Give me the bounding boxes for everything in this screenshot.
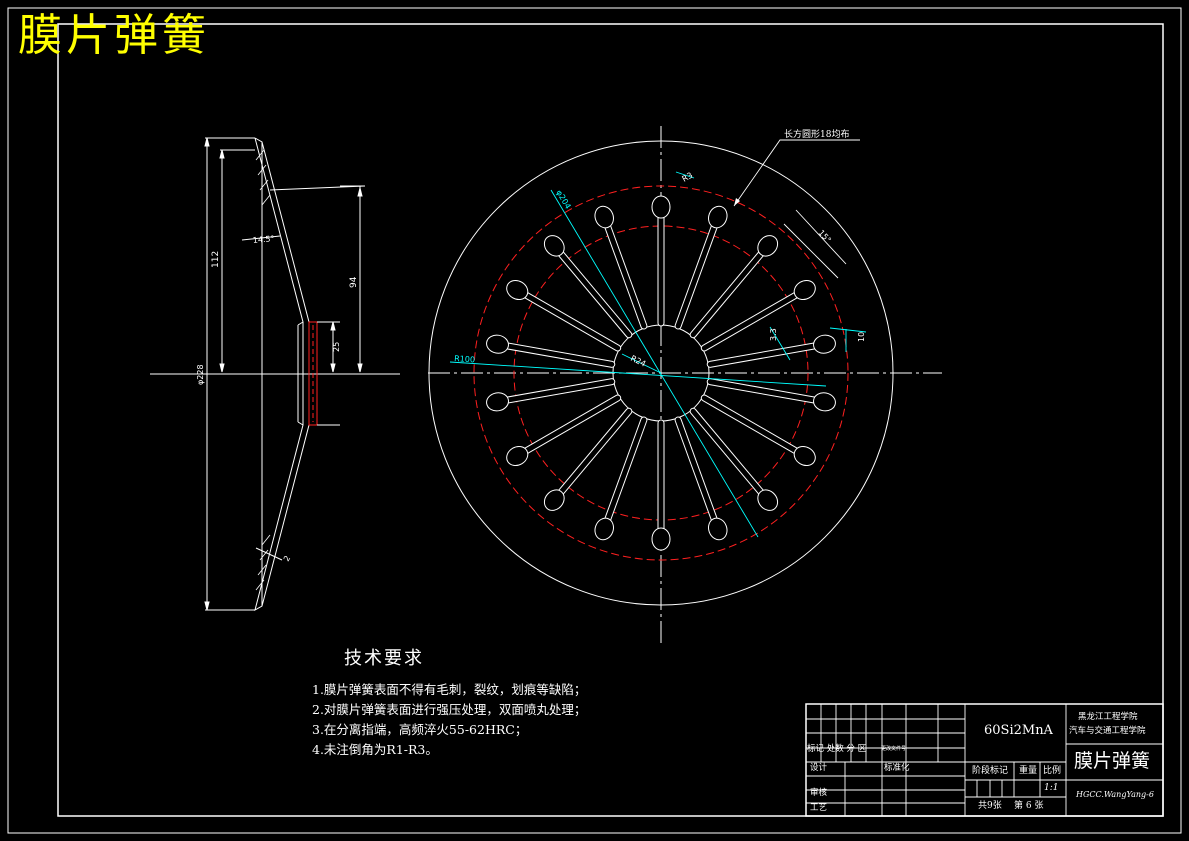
front-view [428, 126, 942, 645]
finger-slot-inner [701, 395, 801, 455]
slot-end-hole [813, 334, 836, 354]
slot-end-hole [757, 235, 779, 257]
dim-front-r100: R100 [454, 354, 475, 364]
tb-drawing-no: HGCC.WangYang-6 [1076, 790, 1154, 799]
dim-front-angle: 15° [817, 228, 833, 245]
finger-slot-inner [707, 343, 820, 367]
tb-design: 设计 [810, 763, 828, 773]
tb-revision-header: 标记 处数 分 区 [807, 744, 867, 754]
dim-front-width: 10 [857, 332, 866, 342]
slot-end-hole [506, 445, 529, 467]
dim-side-angle: 14.5° [252, 234, 275, 245]
tb-sheets-total: 共9张 [978, 801, 1002, 811]
slot-end-hole [813, 392, 836, 412]
dim-front-r24: R24 [629, 354, 647, 369]
tb-scale: 比例 [1043, 766, 1062, 776]
tb-sheet-no: 第 6 张 [1014, 801, 1044, 811]
finger-slot-inner [707, 379, 820, 403]
title-block-grid [805, 703, 1164, 817]
finger-slot-inner [521, 395, 621, 455]
slot-end-hole [506, 279, 529, 301]
finger-slot-inner [502, 379, 615, 403]
tech-req-item: 1.膜片弹簧表面不得有毛刺，裂纹，划痕等缺陷； [312, 682, 587, 697]
tb-material: 60Si2MnA [984, 723, 1053, 738]
side-view [150, 137, 400, 612]
tech-req-item: 2.对膜片弹簧表面进行强压处理，双面喷丸处理； [312, 702, 587, 717]
dim-side-hub: 25 [332, 342, 341, 352]
tb-weight: 重量 [1019, 766, 1038, 776]
slot-end-hole [651, 527, 671, 551]
finger-slot-inner [521, 291, 621, 351]
slot-end-hole [486, 392, 509, 412]
slot-end-hole [793, 279, 816, 301]
tb-school-line1: 黑龙江工程学院 [1078, 712, 1138, 722]
outer-circle [428, 140, 894, 606]
dim-side-thickness: 2 [282, 554, 292, 563]
slot-end-hole [708, 517, 728, 541]
slot-end-hole [594, 205, 614, 229]
finger-slot-inner [556, 249, 632, 338]
slot-end-hole [543, 489, 565, 511]
slot-end-hole [708, 205, 728, 229]
finger-slots [486, 195, 836, 551]
dim-side-height: 112 [211, 251, 221, 268]
finger-slot-inner [675, 417, 718, 524]
dim-front-r3: R3 [681, 171, 695, 184]
dim-front-slot: 3.3 [769, 328, 778, 341]
finger-slot-inner [556, 408, 632, 497]
tb-process: 工艺 [810, 803, 828, 813]
slot-end-hole [793, 445, 816, 467]
dim-side-inner-height: 94 [349, 276, 359, 288]
tb-scale-value: 1:1 [1044, 783, 1059, 793]
tb-stage-mark: 阶段标记 [972, 766, 1009, 776]
tech-req-item: 4.未注倒角为R1-R3。 [312, 742, 438, 757]
slot-note: 长方圆形18均布 [784, 128, 849, 140]
tech-req-item: 3.在分离指端，高频淬火55-62HRC； [312, 722, 528, 737]
hatch-bottom [255, 534, 271, 591]
hatch-top [255, 149, 271, 206]
tb-review: 审核 [810, 788, 828, 798]
finger-slot-inner [604, 417, 647, 524]
slot-end-hole [543, 235, 565, 257]
finger-slot-inner [701, 291, 801, 351]
drawing-title: 膜片弹簧 [18, 10, 210, 61]
finger-slot-inner [604, 222, 647, 329]
slot-end-hole [757, 489, 779, 511]
slot-end-hole [486, 334, 509, 354]
technical-requirements: 技术要求 1.膜片弹簧表面不得有毛刺，裂纹，划痕等缺陷； 2.对膜片弹簧表面进行… [312, 644, 586, 760]
finger-slot-inner [502, 343, 615, 367]
hidden-circle-outer [473, 185, 849, 561]
tb-school-line2: 汽车与交通工程学院 [1069, 726, 1146, 736]
outer-border [7, 7, 1182, 834]
tb-part-name: 膜片弹簧 [1074, 750, 1151, 772]
slot-end-hole [651, 195, 671, 219]
tb-standardize: 标准化 [884, 763, 910, 773]
finger-slot-inner [690, 408, 766, 497]
tb-revision-extra: 更改文件号 [881, 746, 907, 752]
finger-slot-inner [690, 249, 766, 338]
slot-end-hole [594, 517, 614, 541]
finger-slot-inner [675, 222, 718, 329]
dim-side-diameter: φ228 [196, 364, 205, 385]
tech-req-heading: 技术要求 [344, 648, 424, 669]
drawing-frame [57, 23, 1164, 817]
